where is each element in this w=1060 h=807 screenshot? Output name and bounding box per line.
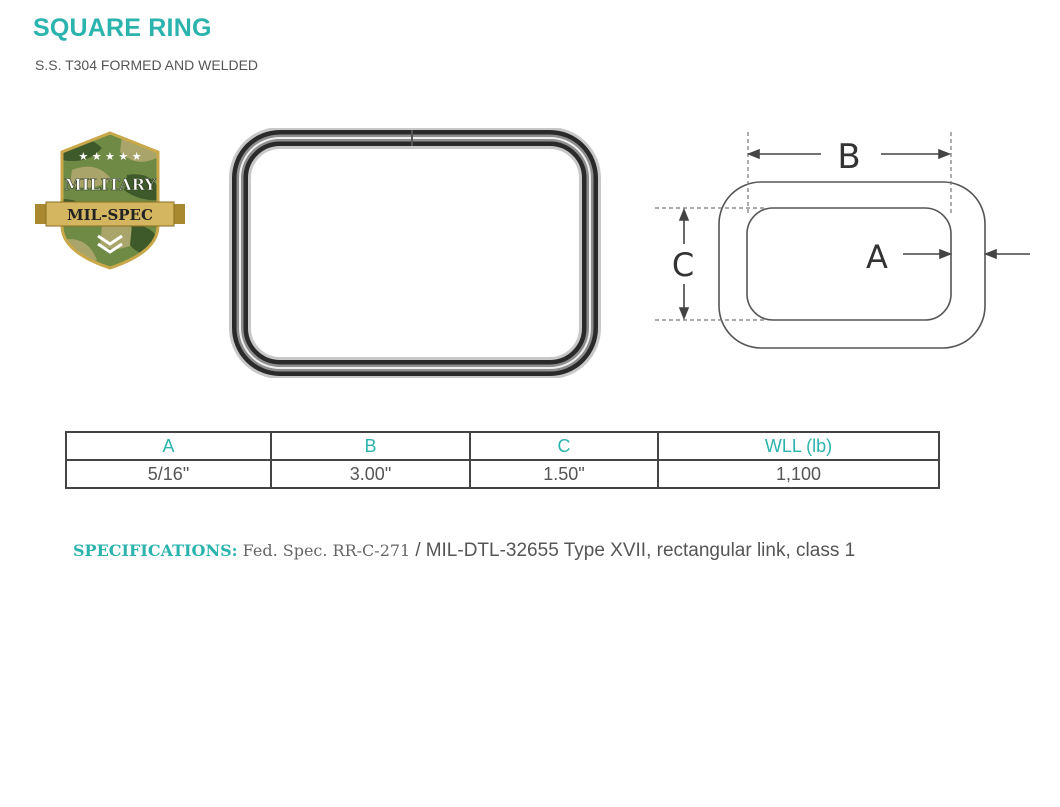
page-subtitle: S.S. T304 FORMED AND WELDED <box>35 57 259 73</box>
dimensions-table: A B C WLL (lb) 5/16" 3.00" 1.50" 1,100 <box>65 431 940 489</box>
specifications-label: SPECIFICATIONS: <box>73 541 238 560</box>
chevron-down-icon <box>97 234 123 254</box>
value-cell-wll: 1,100 <box>657 459 940 489</box>
value-cell-a: 5/16" <box>65 459 272 489</box>
specifications-line: SPECIFICATIONS: Fed. Spec. RR-C-271 / MI… <box>73 540 855 562</box>
table-row: 5/16" 3.00" 1.50" 1,100 <box>65 459 940 489</box>
fed-spec-text: Fed. Spec. RR-C-271 <box>242 541 411 560</box>
dimension-label-a: A <box>866 238 888 276</box>
header-cell-b: B <box>270 431 471 461</box>
military-mil-spec-badge: ★ ★ ★ ★ ★ MILITARY MIL-SPEC <box>35 131 185 270</box>
dimension-diagram: B C A <box>655 132 1030 349</box>
page-title: SQUARE RING <box>33 14 212 42</box>
badge-stars: ★ ★ ★ ★ ★ <box>78 150 141 163</box>
square-ring-image <box>229 128 601 378</box>
value-cell-b: 3.00" <box>270 459 471 489</box>
header-cell-a: A <box>65 431 272 461</box>
header-cell-wll: WLL (lb) <box>657 431 940 461</box>
dimension-label-b: B <box>837 137 860 177</box>
table-header-row: A B C WLL (lb) <box>65 431 940 461</box>
badge-line-military: MILITARY <box>64 175 156 194</box>
dimension-label-c: C <box>672 246 694 284</box>
header-cell-c: C <box>469 431 659 461</box>
badge-line-mil-spec: MIL-SPEC <box>67 206 153 224</box>
mil-spec-text: MIL-DTL-32655 Type XVII, rectangular lin… <box>425 540 856 561</box>
spec-separator: / <box>415 540 421 561</box>
value-cell-c: 1.50" <box>469 459 659 489</box>
